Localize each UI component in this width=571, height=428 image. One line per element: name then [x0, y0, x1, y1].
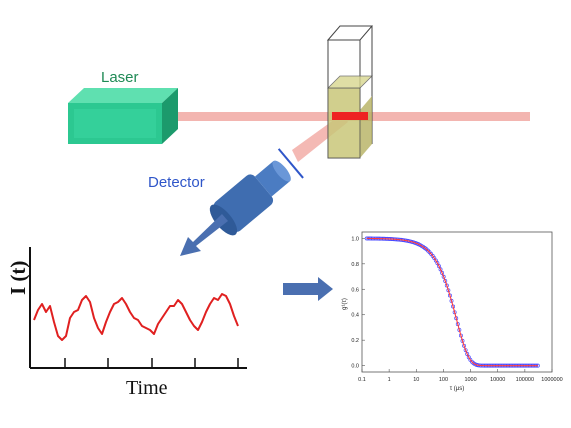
intensity-trace — [33, 293, 239, 341]
chart-x-axis-label: τ (μs) — [450, 386, 465, 392]
data-point — [441, 274, 446, 279]
laser-label: Laser — [101, 69, 139, 86]
y-tick-label: 0.0 — [351, 364, 359, 370]
laser-icon — [68, 88, 178, 144]
x-tick-label: 1 — [388, 377, 391, 383]
data-point — [463, 348, 468, 353]
x-tick-label: 1000 — [464, 377, 476, 383]
data-point — [435, 261, 440, 266]
chart-y-axis-label: g¹(τ) — [342, 298, 348, 310]
x-tick-label: 10000 — [490, 377, 505, 383]
x-tick-label: 1000000 — [541, 377, 562, 383]
intensity-plot — [29, 247, 247, 369]
intensity-axis-label: I (t) — [6, 260, 30, 295]
y-tick-label: 0.4 — [351, 313, 359, 319]
data-point — [437, 264, 441, 269]
chart-frame — [361, 231, 553, 373]
arrow-detector-to-signal — [180, 214, 228, 256]
y-tick-label: 0.8 — [351, 262, 359, 268]
data-point — [440, 270, 445, 275]
arrow-signal-to-correlation — [283, 277, 333, 301]
x-tick-label: 100000 — [516, 377, 534, 383]
y-tick-label: 0.2 — [351, 338, 359, 344]
data-point — [438, 267, 443, 272]
x-tick-label: 10 — [413, 377, 419, 383]
y-tick-label: 1.0 — [351, 236, 359, 242]
x-tick-label: 0.1 — [358, 377, 366, 383]
data-point — [465, 352, 470, 356]
time-axis-label: Time — [126, 377, 168, 399]
fit-line — [366, 237, 538, 367]
correlation-chart: 0.1 1 10 100 1000 10000 100000 1000000 0.0 0.2 0.4… — [342, 231, 563, 392]
x-tick-label: 100 — [439, 377, 448, 383]
y-tick-label: 0.6 — [351, 287, 359, 293]
cuvette-icon — [326, 25, 374, 159]
detector-icon — [209, 148, 304, 236]
detector-label: Detector — [148, 174, 205, 191]
